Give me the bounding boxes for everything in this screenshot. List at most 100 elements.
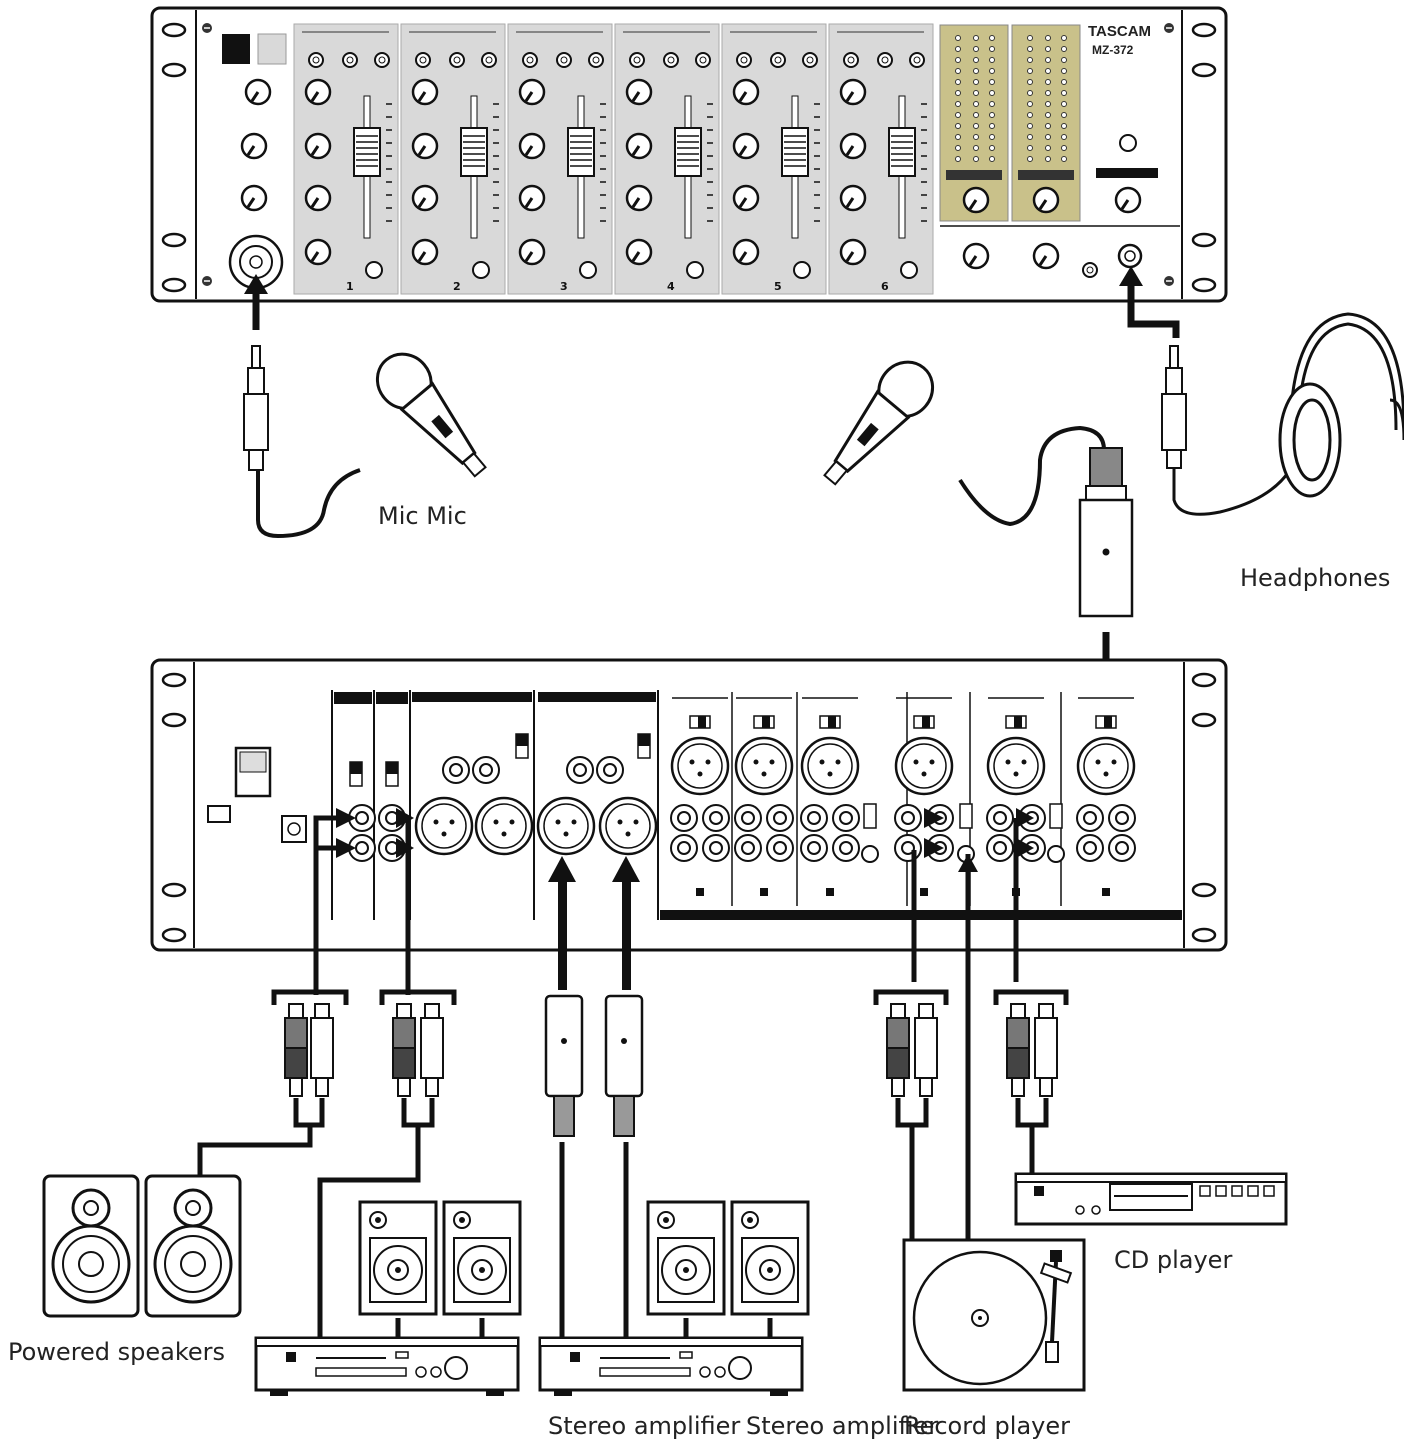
record-player [902, 1238, 1086, 1392]
meter-led [973, 79, 979, 85]
meter-led [955, 101, 961, 107]
meter-led [955, 123, 961, 129]
model-name: MZ-372 [1092, 43, 1134, 57]
meter-led [1027, 145, 1033, 151]
channel-strip-2: 2 [400, 23, 506, 295]
meter-led [989, 112, 995, 118]
phono-switch [959, 803, 973, 829]
channel-number: 6 [881, 280, 889, 293]
rear-input-channel [1076, 697, 1136, 896]
meter-led [955, 68, 961, 74]
meter-led [955, 90, 961, 96]
meter-led [973, 145, 979, 151]
meter-led [1061, 90, 1067, 96]
meter-led [973, 112, 979, 118]
xlr-plug-front [1078, 447, 1134, 618]
meter-led [1027, 79, 1033, 85]
main-output-label-bar [946, 170, 1002, 180]
meter-led [973, 90, 979, 96]
meter-led [1061, 156, 1067, 162]
meter-led [989, 46, 995, 52]
channel-number: 2 [453, 280, 461, 293]
channel-number: 1 [346, 280, 354, 293]
meter-led [1027, 35, 1033, 41]
meter-led [1045, 112, 1051, 118]
meter-led [955, 35, 961, 41]
meter-led [1045, 156, 1051, 162]
rear-input-channel [800, 692, 908, 906]
xlr-arrows [336, 808, 1034, 990]
label-record-player: Record player [904, 1412, 1070, 1440]
meter-led [1027, 112, 1033, 118]
label-stereo-amplifier-1: Stereo amplifier [548, 1412, 741, 1440]
quarter-inch-plug-right [1161, 345, 1187, 469]
meter-led [955, 156, 961, 162]
channel-strip-3: 3 [507, 23, 613, 295]
meter-led [1045, 79, 1051, 85]
label-mic-left: Mic Mic [378, 502, 467, 530]
meter-led [1027, 101, 1033, 107]
meter-led [1061, 79, 1067, 85]
meter-led [1027, 68, 1033, 74]
meter-led [973, 101, 979, 107]
meter-led [1045, 35, 1051, 41]
brand-logo: TASCAM [1088, 23, 1152, 40]
stereo-amplifier-1 [254, 1336, 520, 1398]
channel-strip-4: 4 [614, 23, 720, 295]
meter-led [973, 156, 979, 162]
microphone-left [375, 352, 487, 478]
label-stereo-amplifier-2: Stereo amplifier [746, 1412, 939, 1440]
meter-led [973, 68, 979, 74]
rear-input-channel [734, 692, 798, 906]
meter-led [973, 57, 979, 63]
channel-strip-5: 5 [721, 23, 827, 295]
channel-strip-6: 6 [828, 23, 934, 295]
meter-led [1061, 112, 1067, 118]
meter-led [1027, 134, 1033, 140]
meter-led [955, 145, 961, 151]
meter-led [989, 79, 995, 85]
meter-led [955, 112, 961, 118]
ground-terminal [1047, 845, 1065, 863]
meter-led [1045, 68, 1051, 74]
meter-led [1045, 134, 1051, 140]
passive-speakers-2 [646, 1200, 810, 1316]
ground-terminal [861, 845, 879, 863]
meter-led [989, 123, 995, 129]
channel-strip-1: 1 [293, 23, 399, 295]
meter-led [1061, 134, 1067, 140]
meter-led [955, 79, 961, 85]
main-output-label-bar [1018, 170, 1074, 180]
channel-number: 3 [560, 280, 568, 293]
meter-led [955, 57, 961, 63]
meter-led [989, 101, 995, 107]
meter-led [973, 134, 979, 140]
channel-number: 4 [667, 280, 675, 293]
meter-led [1027, 90, 1033, 96]
quarter-inch-plug-left [243, 345, 269, 471]
meter-led [1045, 123, 1051, 129]
headphones [1278, 312, 1404, 498]
meter-led [989, 145, 995, 151]
meter-led [989, 156, 995, 162]
meter-led [1061, 123, 1067, 129]
meter-led [989, 57, 995, 63]
microphone-right [823, 360, 935, 486]
label-headphones: Headphones [1240, 564, 1391, 592]
meter-led [1027, 156, 1033, 162]
mixer-rear-panel [150, 658, 1228, 952]
meter-led [1027, 123, 1033, 129]
label-cd-player: CD player [1114, 1246, 1233, 1274]
meter-led [989, 35, 995, 41]
meter-led [1061, 46, 1067, 52]
meter-led [1061, 145, 1067, 151]
channel-number: 5 [774, 280, 782, 293]
meter-led [1045, 90, 1051, 96]
meter-led [989, 90, 995, 96]
meter-led [973, 123, 979, 129]
meter-led [973, 35, 979, 41]
rear-input-channel [670, 692, 733, 906]
meter-led [1061, 101, 1067, 107]
phono-switch [863, 803, 877, 829]
